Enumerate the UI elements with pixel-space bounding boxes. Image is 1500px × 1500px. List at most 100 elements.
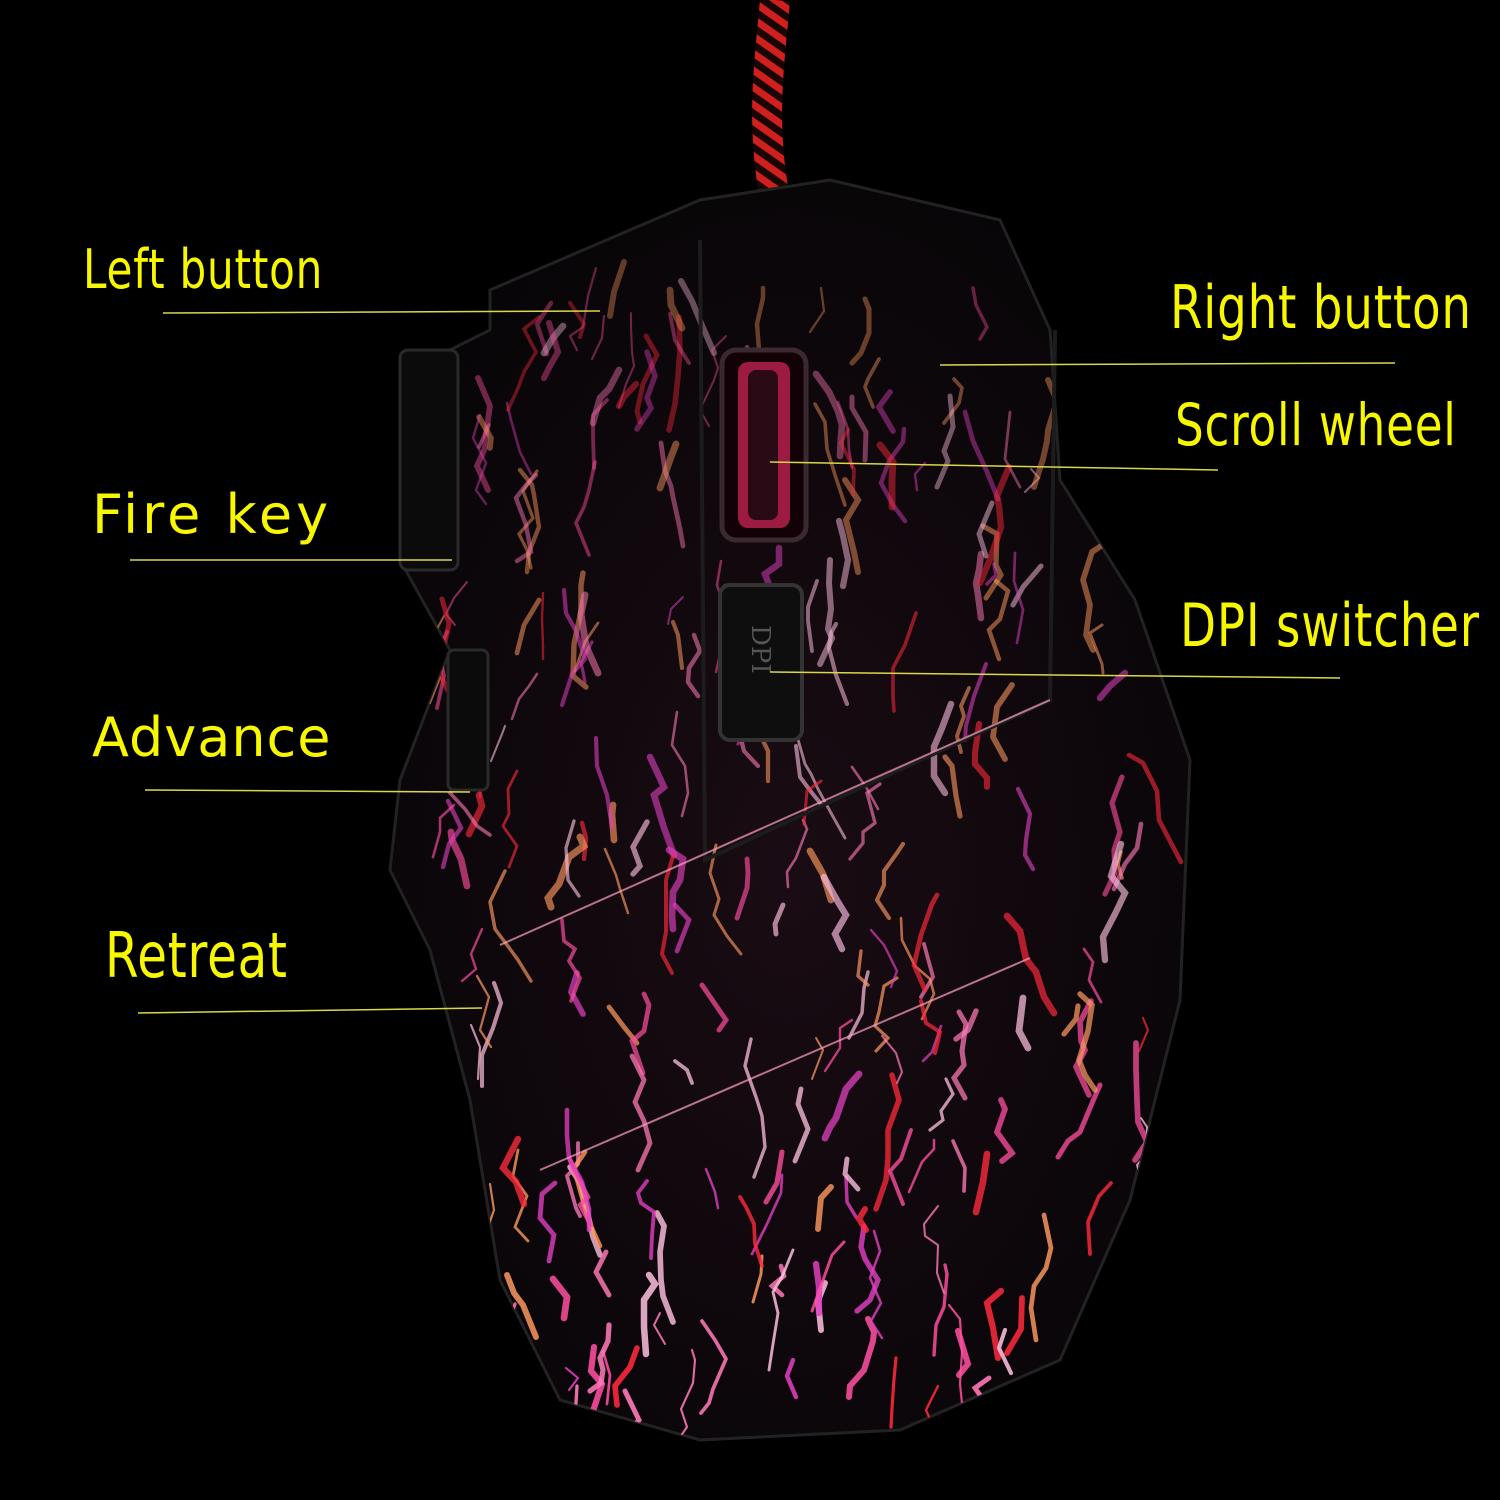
leader-dpi-switcher (769, 671, 1341, 679)
led-crackle-stroke (465, 791, 486, 838)
leader-right-button (939, 362, 1396, 366)
led-crackle-stroke (855, 1206, 869, 1233)
led-crackle-stroke (794, 744, 823, 806)
led-crackle-stroke (891, 611, 918, 713)
led-crackle-stroke (928, 1077, 955, 1132)
led-crackle-stroke (874, 841, 906, 921)
led-crackle-stroke (587, 1322, 612, 1394)
led-crackle-stroke (667, 596, 684, 625)
led-crackle-stroke (670, 710, 690, 818)
led-crackle-stroke (1088, 623, 1105, 675)
led-crackle-stroke (506, 315, 541, 412)
led-crackle-stroke (1122, 1275, 1140, 1372)
led-crackle-stroke (849, 296, 872, 366)
led-crackle-stroke (792, 1086, 811, 1164)
led-crackle-stroke (993, 1097, 1016, 1164)
dpi-switcher-button (718, 583, 804, 742)
led-crackle-stroke (544, 833, 589, 911)
led-crackle-stroke (869, 928, 899, 989)
led-crackle-stroke (499, 1135, 528, 1208)
led-crackle-stroke (876, 441, 897, 511)
led-crackle-stroke (942, 377, 964, 425)
led-crackle-stroke (1028, 1212, 1054, 1343)
led-crackle-stroke (574, 460, 597, 557)
led-crackle-stroke (1107, 360, 1130, 417)
led-crackle-stroke (658, 440, 686, 549)
led-crackle-stroke (1111, 821, 1144, 892)
leader-lines (130, 310, 1396, 1014)
led-crackle-stroke (640, 1271, 659, 1358)
led-crackle-stroke (629, 991, 652, 1076)
led-crackle-stroke (431, 803, 456, 859)
led-crackle-stroke (678, 278, 717, 356)
led-crackle-stroke (1114, 404, 1134, 449)
led-crackle-stroke (976, 500, 995, 559)
led-crackle-stroke (659, 854, 675, 975)
led-crackle-stroke (990, 682, 1015, 762)
led-crackle-stroke (571, 1149, 603, 1249)
label-advance: Advance (92, 706, 332, 769)
led-crackle-stroke (590, 314, 606, 361)
led-crackle-stroke (835, 517, 852, 590)
led-crackle-stroke (589, 366, 623, 427)
led-crackle-stroke (1012, 551, 1025, 645)
led-crackle-stroke (511, 1148, 530, 1243)
led-crackle-stroke (848, 782, 882, 861)
led-crackle-stroke (743, 1037, 767, 1179)
led-crackle-stroke (846, 1316, 878, 1400)
led-crackle-stroke (930, 700, 955, 797)
led-crackle-stroke (570, 570, 589, 690)
led-crackle-stroke (1096, 669, 1129, 702)
led-crackle-stroke (813, 402, 847, 507)
led-crackle-stroke (489, 724, 507, 763)
fire-key-button (398, 348, 460, 572)
led-crackle-stroke (812, 370, 846, 460)
led-crackle-stroke (880, 1034, 904, 1085)
led-crackle-stroke (1132, 461, 1161, 514)
label-left-button: Left button (83, 238, 324, 301)
led-crackle-stroke (673, 1059, 694, 1085)
led-crackle-stroke (1055, 1082, 1103, 1160)
led-crackle-stroke (1121, 379, 1146, 454)
led-crackle-stroke (996, 1327, 1014, 1376)
led-crackle-stroke (444, 581, 468, 626)
led-crackle-stroke (1088, 1358, 1102, 1403)
led-crackle-stroke (685, 632, 703, 699)
led-crackle-stroke (772, 902, 786, 937)
led-crackle-stroke (1066, 1398, 1088, 1440)
leader-retreat (137, 1007, 483, 1014)
led-crackle-stroke (475, 974, 493, 1049)
led-crackle-stroke (656, 440, 680, 492)
led-crackle-stroke (950, 1009, 969, 1101)
led-crackle-stroke (1080, 541, 1107, 653)
led-crackle-stroke (439, 1185, 462, 1263)
led-crackle-stroke (1004, 1295, 1025, 1356)
label-retreat: Retreat (105, 919, 288, 992)
led-crackle-stroke (875, 389, 896, 434)
led-crackle-stroke (976, 463, 1013, 587)
led-crackle-stroke (734, 856, 751, 921)
led-crackle-stroke (567, 300, 587, 340)
led-crackle-stroke (699, 1319, 729, 1415)
led-crackle-stroke (704, 1167, 720, 1210)
led-crackle-stroke (1003, 912, 1058, 1017)
led-crackle-stroke (1126, 752, 1184, 865)
led-crackle-stroke (629, 1053, 653, 1173)
led-crackle-stroke (564, 1107, 592, 1233)
led-crackle-stroke (473, 375, 493, 493)
led-crackle-stroke (754, 285, 766, 367)
led-crackle-stroke (842, 477, 862, 575)
led-crackle-stroke (564, 1366, 580, 1392)
led-crackle-stroke (983, 1287, 1005, 1362)
led-crackle-stroke (540, 322, 567, 357)
led-crackle-stroke (854, 1223, 881, 1314)
led-crackle-stroke (947, 1303, 965, 1415)
led-crackle-stroke (654, 1210, 676, 1325)
led-crackle-stroke (922, 1205, 945, 1294)
led-crackle-stroke (471, 413, 488, 506)
led-crackle-stroke (540, 591, 545, 661)
led-crackle-stroke (447, 828, 471, 890)
led-crackle-stroke (1076, 417, 1086, 500)
led-crackle-stroke (942, 754, 963, 819)
